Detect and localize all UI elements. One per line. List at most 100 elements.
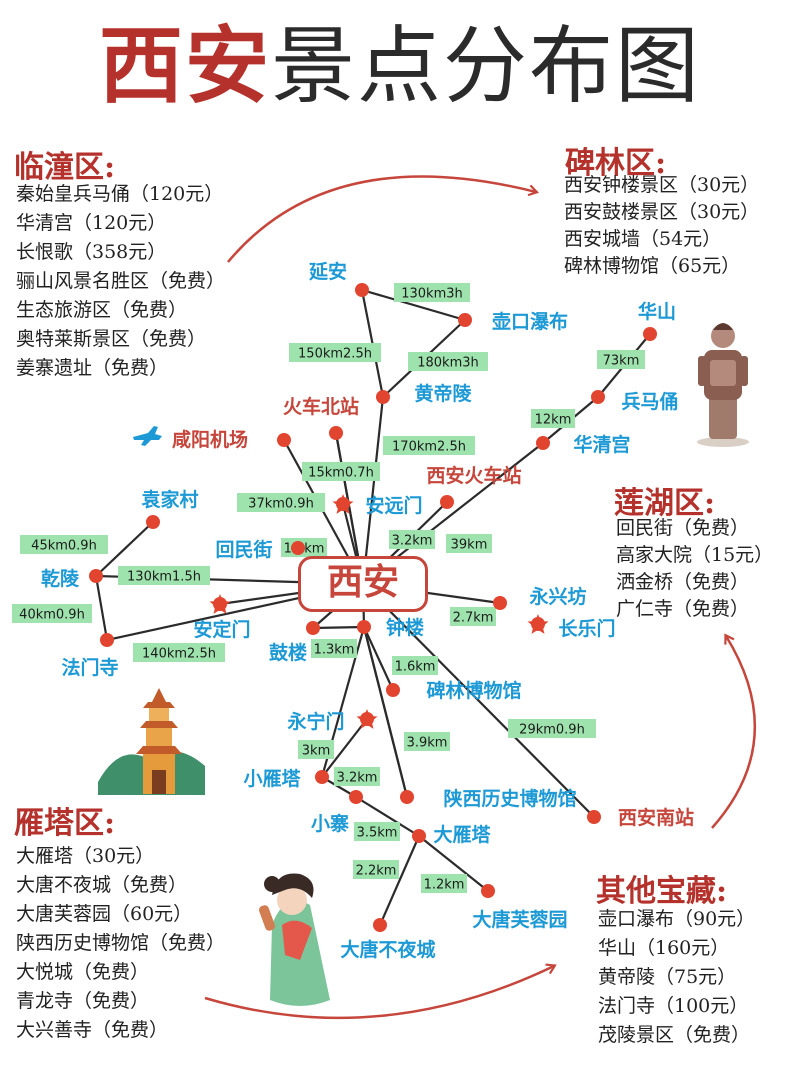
distance-badge	[508, 719, 596, 738]
route-line-huangdi-center	[361, 396, 385, 585]
distance-label: 40km0.9h	[19, 608, 85, 623]
distance-label: 3km	[302, 744, 330, 759]
title-rest: 景点分布图	[271, 17, 702, 115]
distance-label: 15km0.7h	[308, 466, 374, 481]
node-dot-huimin	[291, 541, 305, 555]
distance-badge	[298, 740, 334, 759]
node-dot-nanzhan	[587, 810, 601, 824]
district-title-lintong: 临潼区:	[14, 150, 116, 185]
node-label-huashan: 华山	[638, 300, 676, 323]
list-item: 西安钟楼景区（30元）	[564, 174, 760, 196]
district-list-other: 壶口瀑布（90元） 华山（160元） 黄帝陵（75元） 法门寺（100元） 茂陵…	[598, 905, 755, 1050]
distance-badge	[311, 639, 357, 658]
star-marker-yongning	[356, 709, 378, 729]
node-dot-qianling	[89, 569, 103, 583]
list-item: 秦始皇兵马俑（120元）	[16, 183, 224, 205]
list-item: 陕西历史博物馆（免费）	[16, 932, 226, 954]
route-line-xiaozhai-dayan	[355, 796, 420, 837]
node-label-yuanjia: 袁家村	[140, 488, 198, 511]
list-item: 广仁寺（免费）	[616, 598, 750, 620]
district-title-beilin: 碑林区:	[565, 146, 667, 181]
node-label-xiaozhai: 小寨	[311, 812, 349, 835]
page-title: 西安景点分布图	[0, 24, 800, 108]
route-line-center-nanzhan	[362, 583, 595, 818]
district-title-other: 其他宝藏:	[596, 874, 728, 909]
distance-badge	[383, 436, 475, 455]
arrow-lintong-to-beilin	[227, 175, 539, 263]
distance-badge	[597, 350, 645, 369]
distance-label: 39km	[451, 538, 488, 553]
node-label-anyuan: 安远门	[365, 494, 422, 517]
center-xian-box: 西安	[298, 556, 428, 612]
node-label-nanzhan: 西安南站	[618, 806, 694, 829]
list-item: 洒金桥（免费）	[616, 571, 750, 593]
distance-label: 150km2.5h	[298, 347, 372, 362]
list-item: 大唐不夜城（免费）	[16, 874, 188, 896]
distance-label: 3.5km	[357, 826, 398, 841]
list-item: 姜寨遗址（免费）	[16, 357, 169, 379]
distance-label: 3.2km	[392, 534, 433, 549]
list-item: 大雁塔（30元）	[16, 845, 155, 867]
node-label-yanan: 延安	[308, 260, 347, 283]
node-dot-huaqing	[536, 436, 550, 450]
list-item: 奥特莱斯景区（免费）	[16, 328, 207, 350]
star-marker-changle	[527, 614, 549, 634]
node-dot-xiaoyan	[315, 770, 329, 784]
distance-label: 170km2.5h	[392, 440, 466, 455]
node-label-xianzhan: 西安火车站	[426, 464, 521, 487]
list-item: 高家大院（15元）	[616, 544, 774, 566]
distance-label: 37km0.9h	[248, 497, 314, 512]
route-line-qianling-famen	[94, 575, 109, 641]
distance-badge	[354, 822, 400, 841]
list-item: 回民街（免费）	[616, 517, 750, 539]
list-item: 青龙寺（免费）	[16, 990, 150, 1012]
node-dot-hukou	[458, 313, 472, 327]
distance-label: 2.7km	[453, 611, 494, 626]
map-labels: 延安壶口瀑布黄帝陵华山兵马俑华清宫火车北站咸阳机场西安火车站袁家村安远门回民街乾…	[41, 260, 694, 961]
distance-label: 130km3h	[401, 287, 463, 302]
distance-label: 2.2km	[356, 864, 397, 879]
distance-badge	[118, 566, 210, 585]
route-line-zhonglou-shaanxi	[362, 626, 409, 798]
airplane-icon	[133, 426, 162, 446]
node-label-huimin: 回民街	[215, 538, 272, 561]
distance-label: 1.6km	[395, 660, 436, 675]
node-dot-huangdi	[376, 390, 390, 404]
distance-badge	[392, 656, 438, 675]
distance-badge	[408, 352, 488, 371]
node-dot-bingmayong	[591, 390, 605, 404]
node-label-buyecheng: 大唐不夜城	[340, 938, 435, 961]
distance-badge	[404, 732, 450, 751]
node-dot-xianzhan	[440, 495, 454, 509]
list-item: 法门寺（100元）	[598, 995, 749, 1017]
distance-badge	[133, 643, 225, 662]
distance-badge	[389, 530, 435, 549]
distance-label: 3.2km	[337, 771, 378, 786]
distance-badge	[421, 874, 467, 893]
node-label-qianling: 乾陵	[41, 567, 80, 590]
node-label-beizhan: 火车北站	[283, 395, 359, 418]
node-dot-buyecheng	[373, 918, 387, 932]
node-dot-yuanjia	[146, 515, 160, 529]
distance-label: 12km	[535, 413, 572, 428]
distance-label: 73km	[603, 354, 640, 369]
distance-label: 130km1.5h	[127, 570, 201, 585]
node-dot-zhonglou	[357, 620, 371, 634]
list-item: 华山（160元）	[598, 937, 730, 959]
list-item: 大悦城（免费）	[16, 961, 150, 983]
district-list-yanta: 大雁塔（30元） 大唐不夜城（免费） 大唐芙蓉园（60元） 陕西历史博物馆（免费…	[16, 842, 225, 1045]
distance-label: 1.3km	[314, 643, 355, 658]
node-dot-beilinbwg	[386, 683, 400, 697]
node-label-famen: 法门寺	[61, 656, 118, 679]
node-label-huangdi: 黄帝陵	[414, 382, 472, 405]
district-title-yanta: 雁塔区:	[14, 806, 116, 841]
route-line-yanan-hukou	[361, 288, 466, 322]
distance-badge	[302, 462, 380, 481]
list-item: 华清宫（120元）	[16, 212, 167, 234]
node-label-xianyang: 咸阳机场	[172, 428, 248, 451]
node-label-changle: 长乐门	[558, 617, 615, 640]
node-dot-dayan	[412, 829, 426, 843]
distance-badge	[446, 534, 492, 553]
route-connector	[321, 718, 368, 778]
distance-badge	[20, 535, 108, 554]
